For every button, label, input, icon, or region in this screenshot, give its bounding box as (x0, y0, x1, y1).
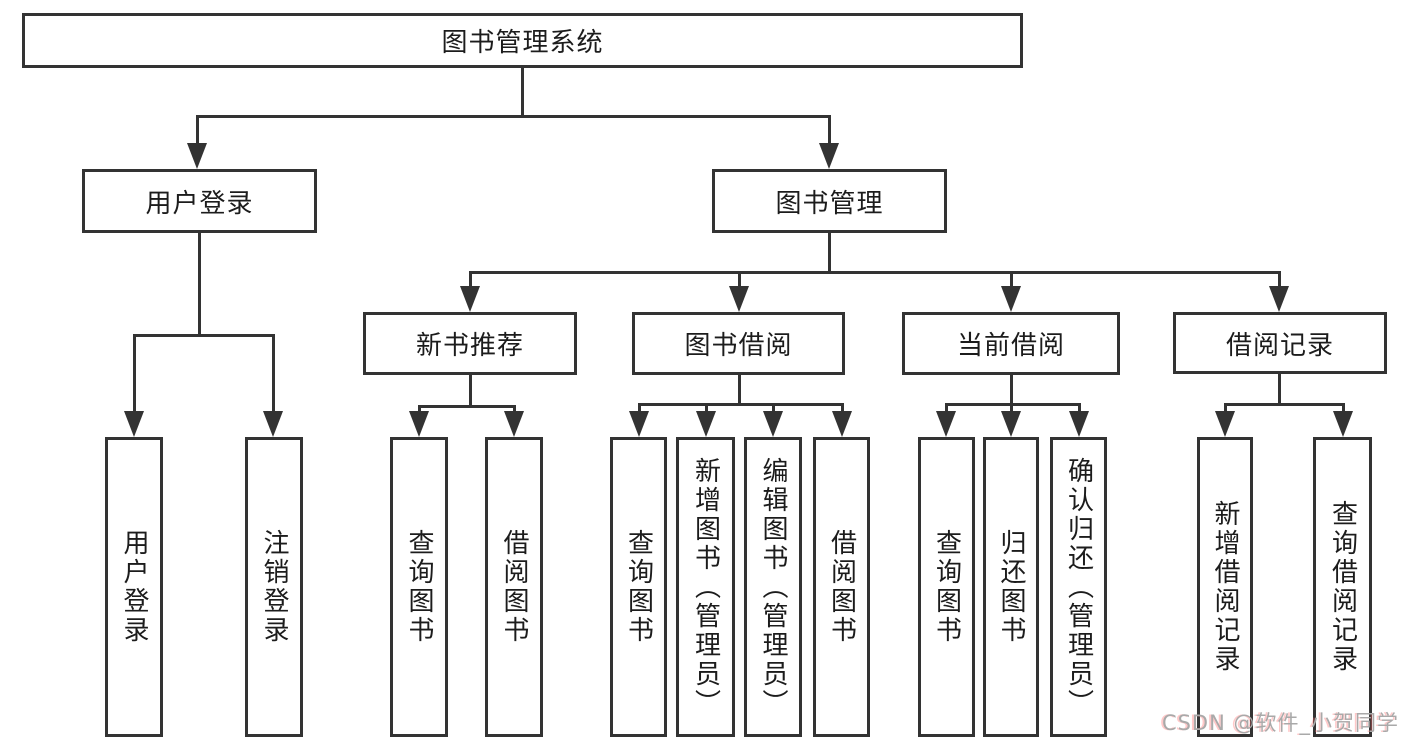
leaf-logout-label: 注销登录 (259, 529, 289, 645)
leaf-confirm-return-admin-label: 确认归还（管理员） (1063, 456, 1094, 718)
connector-line (1010, 403, 1013, 411)
connector-line (828, 233, 831, 274)
arrowhead-down-icon (1069, 411, 1089, 437)
connector-line (638, 403, 843, 406)
arrowhead-down-icon (1269, 286, 1289, 312)
connector-line (196, 115, 199, 143)
arrowhead-down-icon (409, 411, 429, 437)
node-root-label: 图书管理系统 (441, 28, 604, 58)
leaf-add-borrow-record-label: 新增借阅记录 (1210, 500, 1240, 674)
connector-line (513, 405, 516, 411)
node-book-management: 图书管理 (712, 169, 947, 233)
arrowhead-down-icon (819, 143, 839, 169)
leaf-return-book-label: 归还图书 (996, 529, 1026, 645)
arrowhead-down-icon (1001, 411, 1021, 437)
connector-line (1224, 403, 1227, 411)
csdn-watermark: CSDN @软件_小贺同学 (1161, 711, 1399, 735)
connector-line (521, 68, 524, 118)
arrowhead-down-icon (460, 286, 480, 312)
connector-line (469, 271, 1280, 274)
leaf-query-book-borrow-label: 查询图书 (623, 529, 654, 645)
arrowhead-down-icon (1001, 286, 1021, 312)
leaf-add-book-admin: 新增图书（管理员） (676, 437, 735, 737)
leaf-borrow-book-recommend-label: 借阅图书 (499, 529, 529, 645)
leaf-borrow-book-label: 借阅图书 (826, 529, 857, 645)
connector-line (1078, 403, 1081, 411)
connector-line (469, 271, 472, 286)
connector-line (133, 334, 274, 337)
arrowhead-down-icon (696, 411, 716, 437)
leaf-query-book-current: 查询图书 (918, 437, 975, 737)
connector-line (1010, 375, 1013, 406)
connector-line (1224, 403, 1344, 406)
arrowhead-down-icon (1333, 411, 1353, 437)
connector-line (945, 403, 948, 411)
leaf-borrow-book: 借阅图书 (813, 437, 870, 737)
node-new-book-recommend: 新书推荐 (363, 312, 577, 375)
node-book-borrow-label: 图书借阅 (684, 331, 793, 361)
connector-line (272, 334, 275, 411)
connector-line (1010, 271, 1013, 286)
leaf-return-book: 归还图书 (983, 437, 1039, 737)
connector-line (738, 375, 741, 406)
leaf-edit-book-admin: 编辑图书（管理员） (744, 437, 802, 737)
connector-line (1342, 403, 1345, 411)
node-root: 图书管理系统 (22, 13, 1023, 68)
arrowhead-down-icon (763, 411, 783, 437)
connector-line (738, 271, 741, 286)
connector-line (772, 403, 775, 411)
leaf-user-login-label: 用户登录 (119, 529, 149, 645)
arrowhead-down-icon (832, 411, 852, 437)
node-user-login-label: 用户登录 (145, 188, 254, 219)
arrowhead-down-icon (1215, 411, 1235, 437)
leaf-borrow-book-recommend: 借阅图书 (485, 437, 543, 737)
node-current-borrow-label: 当前借阅 (956, 331, 1065, 361)
connector-line (198, 233, 201, 337)
leaf-query-book-recommend-label: 查询图书 (404, 529, 434, 645)
arrowhead-down-icon (629, 411, 649, 437)
connector-line (638, 403, 641, 411)
connector-line (469, 375, 472, 408)
leaf-add-borrow-record: 新增借阅记录 (1197, 437, 1253, 737)
leaf-query-book-borrow: 查询图书 (610, 437, 667, 737)
arrowhead-down-icon (729, 286, 749, 312)
leaf-query-book-recommend: 查询图书 (390, 437, 448, 737)
node-current-borrow: 当前借阅 (902, 312, 1120, 375)
node-user-login: 用户登录 (82, 169, 317, 233)
connector-line (418, 405, 421, 411)
connector-line (1278, 271, 1281, 286)
leaf-query-book-current-label: 查询图书 (931, 529, 962, 645)
leaf-confirm-return-admin: 确认归还（管理员） (1050, 437, 1107, 737)
connector-line (828, 115, 831, 143)
arrowhead-down-icon (263, 411, 283, 437)
leaf-logout: 注销登录 (245, 437, 303, 737)
arrowhead-down-icon (187, 143, 207, 169)
connector-line (196, 115, 830, 118)
leaf-query-borrow-record-label: 查询借阅记录 (1327, 500, 1358, 674)
connector-line (1278, 374, 1281, 406)
node-borrow-record-label: 借阅记录 (1225, 330, 1334, 361)
node-book-management-label: 图书管理 (775, 188, 884, 219)
connector-line (418, 405, 515, 408)
node-new-book-recommend-label: 新书推荐 (415, 331, 524, 361)
connector-line (841, 403, 844, 411)
node-borrow-record: 借阅记录 (1173, 312, 1387, 374)
leaf-user-login: 用户登录 (105, 437, 163, 737)
leaf-add-book-admin-label: 新增图书（管理员） (690, 456, 721, 718)
arrowhead-down-icon (504, 411, 524, 437)
connector-line (705, 403, 708, 411)
leaf-edit-book-admin-label: 编辑图书（管理员） (758, 456, 788, 718)
connector-line (133, 334, 136, 411)
arrowhead-down-icon (124, 411, 144, 437)
arrowhead-down-icon (936, 411, 956, 437)
leaf-query-borrow-record: 查询借阅记录 (1313, 437, 1372, 737)
node-book-borrow: 图书借阅 (632, 312, 845, 375)
